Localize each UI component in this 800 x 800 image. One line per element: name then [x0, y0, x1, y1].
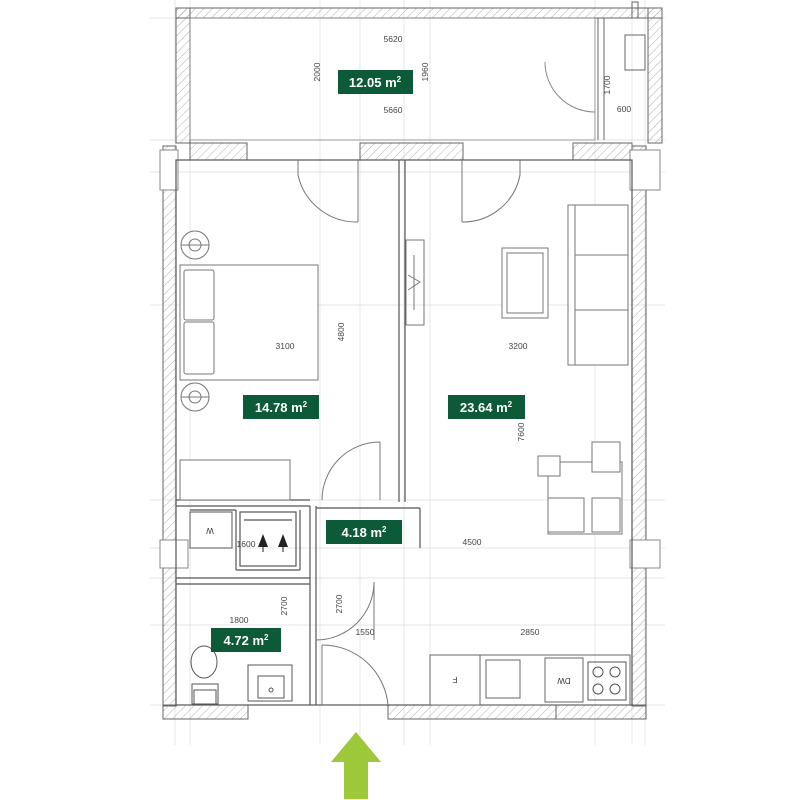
svg-text:12.05 m2: 12.05 m2	[349, 75, 402, 90]
area-badge-balcony: 12.05 m2	[338, 70, 413, 94]
wardrobe-arrow-icon	[258, 534, 288, 552]
dim-bedroom-width: 3100	[276, 341, 295, 351]
washer-label: W	[206, 526, 214, 535]
tv-icon	[405, 239, 425, 326]
dim-wardrobe-width: 1600	[237, 539, 256, 549]
door-swings	[297, 160, 521, 706]
area-badge-bathroom: 4.72 m2	[211, 628, 281, 652]
stove-icon	[587, 661, 627, 701]
dim-entry-width: 1550	[356, 627, 375, 637]
dim-kitchen-width: 2850	[521, 627, 540, 637]
svg-text:4.72 m2: 4.72 m2	[224, 633, 269, 648]
kitchen-units	[429, 654, 631, 706]
dim-living-height: 7600	[516, 422, 526, 441]
balcony-storage	[544, 1, 646, 140]
dim-balcony-height-right: 1960	[420, 62, 430, 81]
sink-icon	[247, 664, 293, 702]
wall-markers	[159, 149, 661, 569]
washer-box	[189, 511, 233, 549]
bedroom-furniture	[179, 264, 319, 501]
entrance-arrow-icon	[331, 732, 381, 799]
fridge-label: F	[452, 675, 457, 684]
dim-bedroom-height: 4800	[336, 322, 346, 341]
dim-storage-width: 600	[617, 104, 631, 114]
dim-bath-width: 1800	[230, 615, 249, 625]
dim-storage-height: 1700	[602, 75, 612, 94]
area-badge-hall: 4.18 m2	[326, 520, 402, 544]
area-badge-bedroom: 14.78 m2	[243, 395, 319, 419]
area-badge-living: 23.64 m2	[448, 395, 525, 419]
dim-entry-height: 2700	[334, 594, 344, 613]
dim-living-width: 3200	[509, 341, 528, 351]
dim-balcony-top: 5620	[384, 34, 403, 44]
svg-text:14.78 m2: 14.78 m2	[255, 400, 308, 415]
living-furniture	[501, 204, 629, 535]
dim-bath-height: 2700	[279, 596, 289, 615]
svg-text:23.64 m2: 23.64 m2	[460, 400, 513, 415]
dishwasher-label: DW	[557, 676, 571, 685]
svg-text:4.18 m2: 4.18 m2	[342, 525, 387, 540]
dim-balcony-bottom: 5660	[384, 105, 403, 115]
toilet-icon	[190, 645, 219, 705]
lamp-icon	[180, 230, 210, 412]
dim-balcony-height-left: 2000	[312, 62, 322, 81]
dim-hall-width: 4500	[463, 537, 482, 547]
